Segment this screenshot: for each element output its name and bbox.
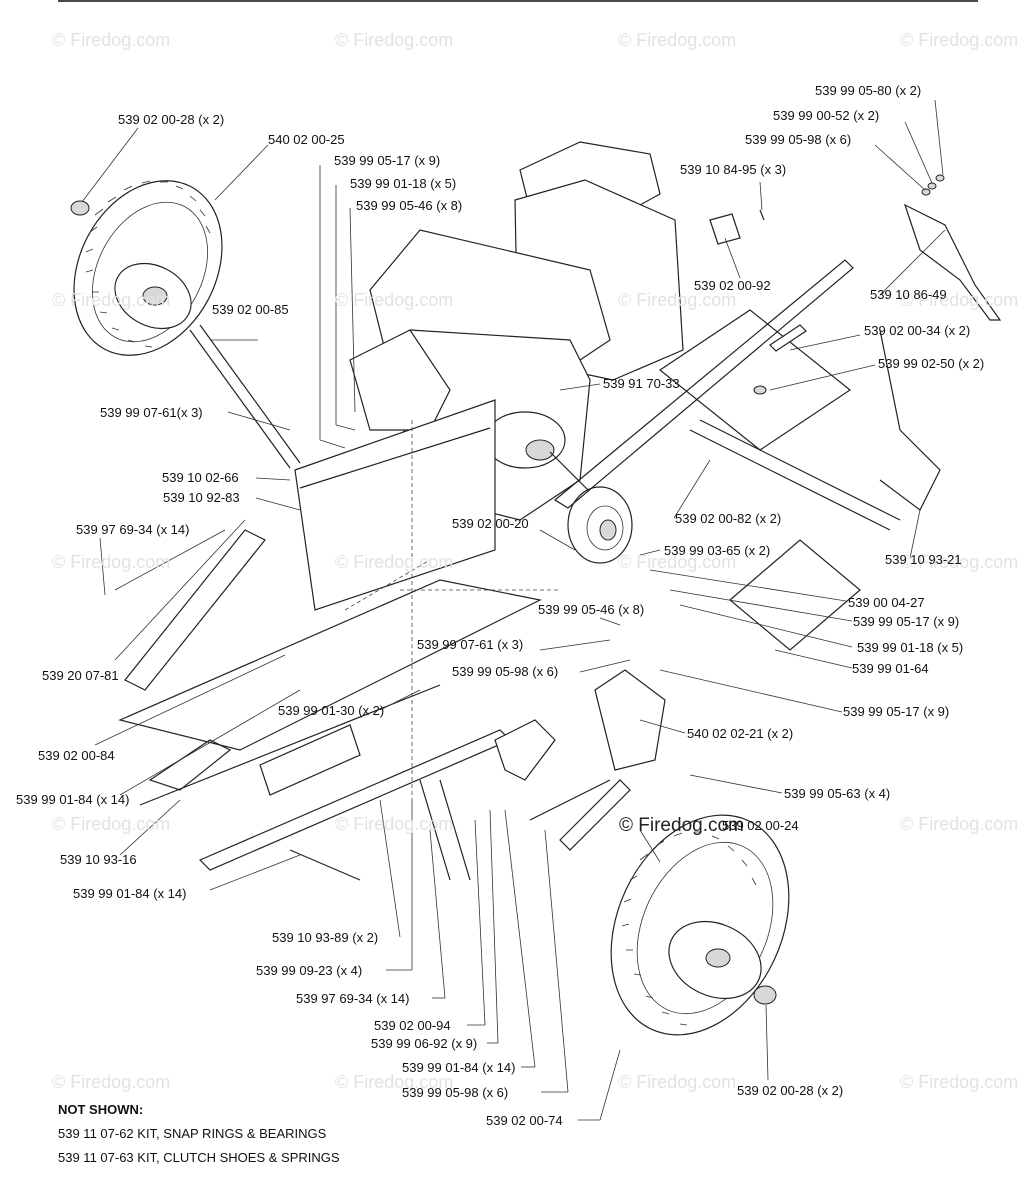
part-label: 539 02 00-24 xyxy=(722,818,799,833)
part-label: 539 99 07-61 (x 3) xyxy=(417,637,524,652)
part-label: 539 10 93-89 (x 2) xyxy=(272,930,379,945)
part-label: 539 99 06-92 (x 9) xyxy=(371,1036,478,1051)
leader-lines xyxy=(81,99,946,1121)
not-shown-item: 539 11 07-63 KIT, CLUTCH SHOES & SPRINGS xyxy=(58,1150,340,1165)
part-label: 539 99 03-65 (x 2) xyxy=(664,543,771,558)
watermark: © Firedog.com xyxy=(52,1072,171,1092)
base-skid-plate xyxy=(118,579,542,871)
part-label: 539 02 00-94 xyxy=(374,1018,451,1033)
watermark: © Firedog.com xyxy=(900,30,1019,50)
watermark: © Firedog.com xyxy=(335,814,454,834)
part-label: 539 97 69-34 (x 14) xyxy=(76,522,190,537)
part-label: 539 99 00-52 (x 2) xyxy=(773,108,880,123)
main-frame xyxy=(294,259,941,651)
part-label: 539 02 00-74 xyxy=(486,1113,563,1128)
alignment-dashed-lines xyxy=(344,420,560,800)
part-label: 539 99 07-61(x 3) xyxy=(100,405,203,420)
right-wheel-tire xyxy=(610,814,790,1036)
watermark: © Firedog.com xyxy=(618,1072,737,1092)
part-label: 539 10 84-95 (x 3) xyxy=(680,162,787,177)
part-label: 539 02 00-20 xyxy=(452,516,529,531)
part-label: 539 99 05-17 (x 9) xyxy=(334,153,441,168)
center-watermark: © Firedog.com xyxy=(619,815,744,836)
watermark: © Firedog.com xyxy=(335,290,454,310)
part-label: 540 02 00-25 xyxy=(268,132,345,147)
part-label: 539 02 00-84 xyxy=(38,748,115,763)
right-bracket-plate xyxy=(903,203,1002,321)
part-label: 539 99 05-98 (x 6) xyxy=(402,1085,509,1100)
watermark: © Firedog.com xyxy=(618,552,737,572)
part-label: 539 99 05-98 (x 6) xyxy=(452,664,559,679)
part-label: 539 02 00-28 (x 2) xyxy=(737,1083,844,1098)
part-label: 539 99 01-30 (x 2) xyxy=(278,703,385,718)
part-label: 539 02 00-92 xyxy=(694,278,771,293)
watermark: © Firedog.com xyxy=(900,1072,1019,1092)
part-label: 539 10 92-83 xyxy=(163,490,240,505)
watermark: © Firedog.com xyxy=(52,814,171,834)
lower-clutch-assembly xyxy=(289,719,631,881)
part-label: 539 00 04-27 xyxy=(848,595,925,610)
part-label: 539 02 00-28 (x 2) xyxy=(118,112,225,127)
watermark: © Firedog.com xyxy=(335,30,454,50)
part-label: 539 99 01-64 xyxy=(852,661,929,676)
not-shown-item: 539 11 07-62 KIT, SNAP RINGS & BEARINGS xyxy=(58,1126,327,1141)
part-label: 539 10 93-16 xyxy=(60,852,137,867)
part-label: 539 99 05-80 (x 2) xyxy=(815,83,922,98)
left-axle-rod xyxy=(189,324,301,469)
part-label: 539 99 05-46 (x 8) xyxy=(356,198,463,213)
part-label: 539 10 86-49 xyxy=(870,287,947,302)
watermark: © Firedog.com xyxy=(335,552,454,572)
watermark: © Firedog.com xyxy=(52,30,171,50)
part-label: 539 99 05-46 (x 8) xyxy=(538,602,645,617)
part-label: 539 99 05-17 (x 9) xyxy=(853,614,960,629)
watermark: © Firedog.com xyxy=(618,30,737,50)
clutch-pulley xyxy=(567,486,633,564)
part-label: 539 91 70-33 xyxy=(603,376,680,391)
belt-guard xyxy=(594,669,666,771)
part-label: 539 99 01-84 (x 14) xyxy=(402,1060,516,1075)
left-wheel-tire xyxy=(73,180,223,356)
left-wheel-cap xyxy=(70,200,90,216)
part-label: 539 99 01-18 (x 5) xyxy=(350,176,457,191)
watermark: © Firedog.com xyxy=(900,552,1019,572)
part-label: 539 99 05-63 (x 4) xyxy=(784,786,891,801)
right-wheel-cap xyxy=(753,985,777,1005)
part-label: 539 10 02-66 xyxy=(162,470,239,485)
watermark: © Firedog.com xyxy=(52,552,171,572)
left-side-plate xyxy=(114,529,266,691)
part-label: 539 97 69-34 (x 14) xyxy=(296,991,410,1006)
part-label: 539 99 05-98 (x 6) xyxy=(745,132,852,147)
part-label: 539 99 01-84 (x 14) xyxy=(73,886,187,901)
part-label: 539 02 00-85 xyxy=(212,302,289,317)
part-label: 539 02 00-82 (x 2) xyxy=(675,511,782,526)
part-label: 539 99 01-84 (x 14) xyxy=(16,792,130,807)
small-hardware-top-right xyxy=(709,174,945,395)
watermark: © Firedog.com xyxy=(52,290,171,310)
not-shown-title: NOT SHOWN: xyxy=(58,1102,144,1117)
part-label: 539 99 01-18 (x 5) xyxy=(857,640,964,655)
watermark: © Firedog.com xyxy=(618,290,737,310)
watermark: © Firedog.com xyxy=(335,1072,454,1092)
part-label: 539 99 05-17 (x 9) xyxy=(843,704,950,719)
part-label: 539 99 02-50 (x 2) xyxy=(878,356,985,371)
part-label: 539 20 07-81 xyxy=(42,668,119,683)
watermark: © Firedog.com xyxy=(900,814,1019,834)
part-label: 539 10 93-21 xyxy=(885,552,962,567)
part-label: 540 02 02-21 (x 2) xyxy=(687,726,794,741)
part-label: 539 99 09-23 (x 4) xyxy=(256,963,363,978)
watermark: © Firedog.com xyxy=(900,290,1019,310)
part-label: 539 02 00-34 (x 2) xyxy=(864,323,971,338)
